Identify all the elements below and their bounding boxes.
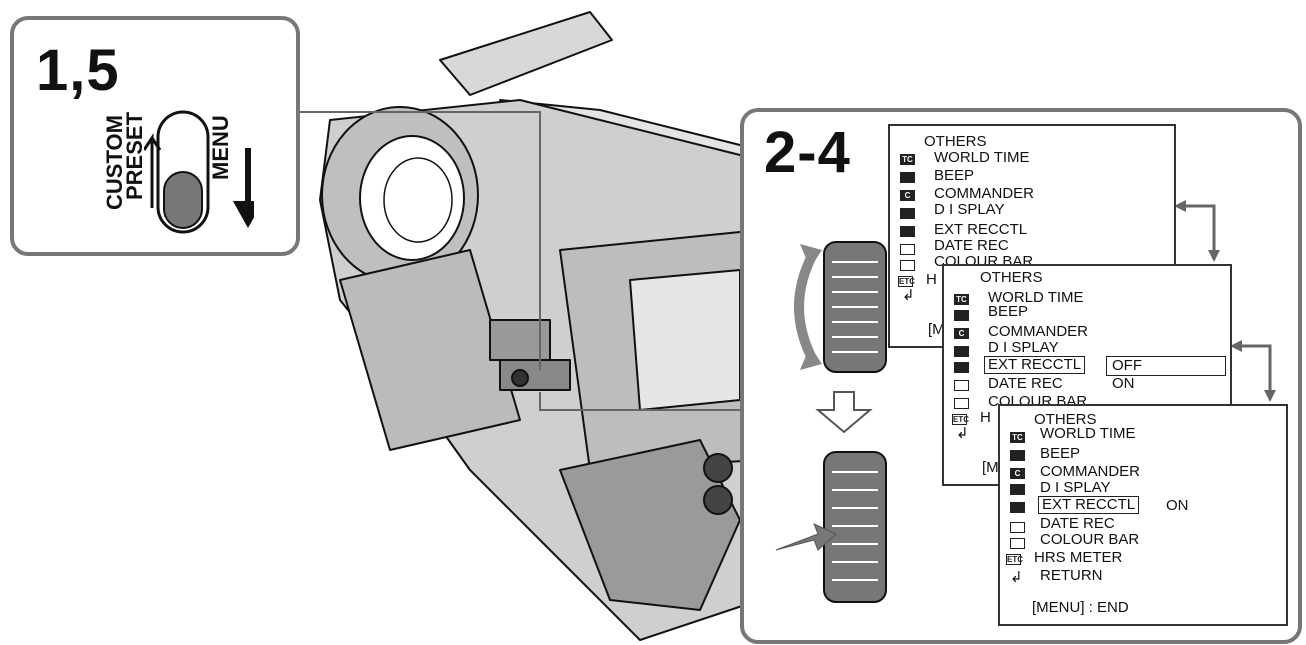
return-icon: ↲	[902, 287, 915, 304]
down-arrow-icon	[232, 148, 254, 229]
menu-item-commander[interactable]: COMMANDER	[1040, 463, 1140, 480]
display-icon	[900, 208, 915, 219]
control-dial[interactable]	[774, 232, 904, 632]
press-arrow-icon	[775, 523, 837, 551]
menu-item-hrs-meter[interactable]: HRS METER	[1034, 549, 1123, 566]
preset-label: PRESET	[122, 111, 147, 200]
beep-icon	[1010, 450, 1025, 461]
date-rec-icon	[900, 244, 915, 255]
ext-recctl-icon	[1010, 502, 1025, 513]
menu-item-ext-recctl[interactable]: EXT RECCTL	[1038, 496, 1140, 514]
beep-icon	[900, 172, 915, 183]
colour-bar-icon	[900, 260, 915, 271]
menu-item-commander[interactable]: COMMANDER	[988, 323, 1088, 340]
switch-knob[interactable]	[163, 171, 203, 229]
step-number-1-5: 1,5	[36, 38, 120, 103]
menu-footer: [MENU] : END	[1032, 599, 1129, 616]
menu-footer: [M	[928, 321, 945, 338]
selected-value-on: ON	[1166, 497, 1189, 514]
menu-item-date-rec[interactable]: DATE REC	[934, 237, 1009, 254]
colour-bar-icon	[954, 398, 969, 409]
ext-recctl-icon	[900, 226, 915, 237]
menu-item-world-time[interactable]: WORLD TIME	[934, 149, 1030, 166]
menu-title: OTHERS	[980, 269, 1043, 286]
etc-icon: ETC	[952, 414, 969, 425]
pointer-line	[292, 111, 541, 370]
option-highlight-box	[1106, 356, 1226, 376]
menu-item-date-rec[interactable]: DATE REC	[988, 375, 1063, 392]
option-off[interactable]: OFF	[1112, 357, 1142, 374]
menu-item-display[interactable]: D I SPLAY	[1040, 479, 1111, 496]
menu-title: OTHERS	[924, 133, 987, 150]
menu-screen-2: OTHERS TC WORLD TIME BEEP C COMMANDER D …	[942, 264, 1232, 486]
menu-item-beep[interactable]: BEEP	[988, 303, 1029, 320]
menu-item-beep[interactable]: BEEP	[934, 167, 975, 184]
menu-item-ext-recctl[interactable]: EXT RECCTL	[984, 356, 1086, 374]
step-1-5-panel: 1,5 CUSTOM PRESET MENU	[10, 16, 300, 256]
beep-icon	[954, 310, 969, 321]
menu-item-display[interactable]: D I SPLAY	[988, 339, 1059, 356]
mode-switch[interactable]	[144, 108, 254, 238]
lcd-panel	[629, 269, 741, 411]
menu-item-hrs-meter[interactable]: H	[980, 409, 991, 426]
etc-icon: ETC	[1006, 554, 1023, 565]
colour-bar-icon	[1010, 538, 1025, 549]
menu-item-hrs-meter[interactable]: H	[926, 271, 937, 288]
commander-icon: C	[900, 190, 915, 201]
lens-barrel	[339, 249, 521, 451]
tc-icon: TC	[954, 294, 969, 305]
tc-icon: TC	[900, 154, 915, 165]
curved-arrow-icon	[144, 133, 162, 208]
display-icon	[1010, 484, 1025, 495]
tc-icon: TC	[1010, 432, 1025, 443]
menu-item-date-rec[interactable]: DATE REC	[1040, 515, 1115, 532]
menu-item-world-time[interactable]: WORLD TIME	[988, 289, 1084, 306]
date-rec-icon	[954, 380, 969, 391]
etc-icon: ETC	[898, 276, 915, 287]
display-icon	[954, 346, 969, 357]
commander-icon: C	[954, 328, 969, 339]
menu-footer: [M	[982, 459, 999, 476]
commander-icon: C	[1010, 468, 1025, 479]
date-rec-icon	[1010, 522, 1025, 533]
menu-connector-arrows	[1174, 200, 1276, 402]
return-icon: ↲	[956, 425, 969, 442]
menu-title: OTHERS	[1034, 411, 1097, 428]
microphone	[439, 11, 613, 96]
menu-item-beep[interactable]: BEEP	[1040, 445, 1081, 462]
option-on[interactable]: ON	[1112, 375, 1135, 392]
return-icon: ↲	[1010, 569, 1023, 586]
menu-item-world-time[interactable]: WORLD TIME	[1040, 425, 1136, 442]
menu-item-return[interactable]: RETURN	[1040, 567, 1103, 584]
menu-screen-3: OTHERS TC WORLD TIME BEEP C COMMANDER D …	[998, 404, 1288, 626]
rotate-arrow-icon	[794, 249, 819, 365]
menu-item-colour-bar[interactable]: COLOUR BAR	[1040, 531, 1140, 548]
hand-grip	[559, 439, 741, 611]
menu-item-commander[interactable]: COMMANDER	[934, 185, 1034, 202]
menu-item-display[interactable]: D I SPLAY	[934, 201, 1005, 218]
step-number-2-4: 2-4	[764, 120, 851, 185]
menu-item-ext-recctl[interactable]: EXT RECCTL	[934, 221, 1028, 238]
ext-recctl-icon	[954, 362, 969, 373]
next-step-arrow-icon	[815, 391, 873, 434]
